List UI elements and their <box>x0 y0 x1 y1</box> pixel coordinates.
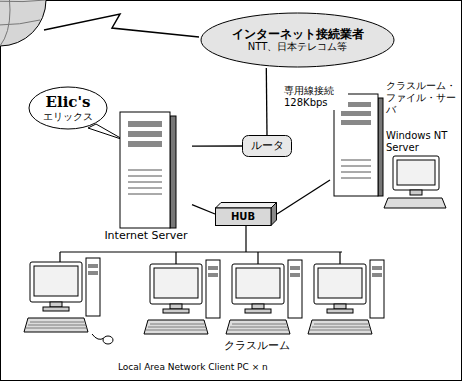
server-box: Internet Server <box>100 108 192 244</box>
node-text: クラスルーム・ファイル・サーバ <box>386 80 458 116</box>
client-pc <box>144 260 220 334</box>
tower-side <box>378 98 383 196</box>
client-pc <box>226 260 302 334</box>
caption-label: クラスルーム <box>224 339 290 352</box>
router-box: ルータ <box>242 135 292 157</box>
file-server-box: クラスルーム・ファイル・サーバ Windows NT Server <box>330 78 458 248</box>
caption-label: Local Area Network Client PC × n <box>118 362 268 373</box>
monitor-stand <box>410 190 422 195</box>
drive-bay <box>128 131 162 137</box>
tower-grill <box>341 160 371 178</box>
globe-icon <box>0 0 46 46</box>
drive-bay <box>128 141 162 147</box>
drive-bay <box>341 111 371 116</box>
globe-lines <box>0 0 46 46</box>
file-server-monitor <box>384 156 446 208</box>
globe <box>0 0 46 46</box>
isp-cloud: インターネット接続業者NTT、日本テレコム等 <box>200 12 395 68</box>
network-link <box>192 205 215 214</box>
internet-server-tower <box>120 112 176 228</box>
network-link <box>192 145 242 146</box>
node-text: インターネット接続業者 <box>232 27 364 41</box>
mouse-cord <box>92 334 104 339</box>
client-pc <box>24 258 100 332</box>
drive-bay <box>128 121 162 127</box>
keyboard <box>384 198 446 208</box>
node-shape <box>29 87 107 129</box>
node-text: エリックス <box>43 111 93 123</box>
mouse <box>103 336 113 344</box>
tower-grill <box>128 170 162 194</box>
node-shape <box>201 13 394 67</box>
node-text: ルータ <box>251 139 284 152</box>
drive-bay <box>341 120 371 125</box>
callout-tail <box>88 124 124 140</box>
tower-front <box>120 112 170 228</box>
network-link <box>266 68 268 135</box>
client-pc <box>308 260 384 334</box>
node-text: NTT、日本テレコム等 <box>248 41 348 53</box>
node-shape <box>243 136 292 157</box>
node-text: Elic's <box>46 93 91 111</box>
network-link <box>277 180 330 214</box>
monitor-body <box>393 156 439 190</box>
lan-cables <box>60 226 342 264</box>
callout-bubble: Elic'sエリックス <box>28 86 108 130</box>
monitor-screen <box>397 160 435 185</box>
node-text: Internet Server <box>104 229 187 242</box>
edge-label: 専用線接続 128Kbps <box>282 84 348 110</box>
lightning-link <box>44 14 199 37</box>
hub-box: HUB <box>215 202 277 226</box>
tower-side <box>170 116 176 228</box>
node-text: HUB <box>231 211 255 223</box>
node-text: Windows NT Server <box>386 130 458 154</box>
node-shape <box>216 203 277 226</box>
